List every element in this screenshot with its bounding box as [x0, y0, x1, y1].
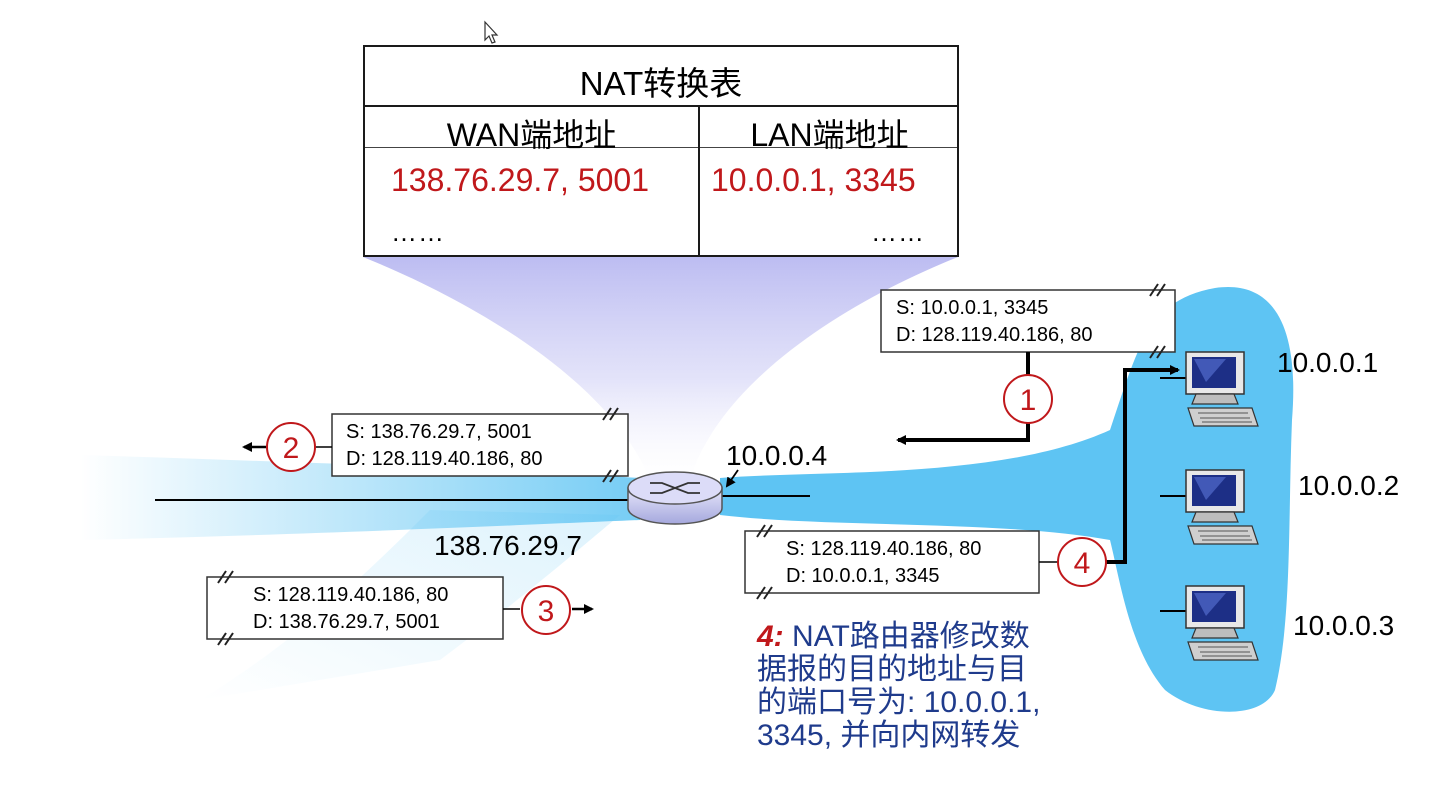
lan-area	[720, 287, 1294, 712]
router-lan-ip: 10.0.0.4	[726, 440, 828, 471]
cursor-icon	[484, 20, 499, 44]
packet-source: S: 128.119.40.186, 80	[253, 584, 449, 606]
table-cell-lan: 10.0.0.1, 3345	[711, 162, 916, 198]
packet-source: S: 10.0.0.1, 3345	[896, 297, 1049, 319]
step-3-marker: 3	[521, 585, 571, 635]
packet-source: S: 138.76.29.7, 5001	[346, 421, 532, 443]
packet-box-1	[880, 289, 1176, 353]
router-icon	[627, 471, 723, 525]
nat-table-title: NAT转换表	[579, 65, 743, 102]
desktop-computer-icon	[1185, 585, 1259, 661]
packet-box-3	[206, 576, 504, 640]
step-1-marker: 1	[1003, 374, 1053, 424]
packet-source: S: 128.119.40.186, 80	[786, 538, 982, 560]
step-2-marker: 2	[266, 422, 316, 472]
packet-destination: D: 10.0.0.1, 3345	[786, 565, 940, 587]
table-column-divider	[698, 105, 700, 255]
packet-3: S: 128.119.40.186, 80 D: 138.76.29.7, 50…	[253, 582, 448, 636]
table-cell-lan: ……	[871, 217, 925, 247]
col-header-wan: WAN端地址	[446, 117, 617, 153]
table-cell-wan: 138.76.29.7, 5001	[391, 162, 650, 198]
lan-ip-pointer	[725, 469, 739, 488]
host-ip-2: 10.0.0.2	[1298, 470, 1400, 501]
table-cell-wan: ……	[391, 217, 445, 247]
note-line-2: 据报的目的地址与目	[757, 653, 1027, 686]
packet-2: S: 138.76.29.7, 5001 D: 128.119.40.186, …	[346, 419, 542, 473]
step-4-explanation: 4: NAT路由器修改数 据报的目的地址与目 的端口号为: 10.0.0.1, …	[757, 620, 1097, 752]
packet-box-2	[331, 413, 629, 477]
packet-4: S: 128.119.40.186, 80 D: 10.0.0.1, 3345	[786, 536, 981, 590]
note-line-3: 的端口号为: 10.0.0.1,	[757, 686, 1041, 719]
table-divider	[365, 105, 957, 107]
packet-destination: D: 138.76.29.7, 5001	[253, 611, 440, 633]
break-marks	[217, 283, 1166, 646]
packet-destination: D: 128.119.40.186, 80	[896, 324, 1093, 346]
col-header-lan: LAN端地址	[750, 117, 909, 153]
packet-box-4	[744, 530, 1040, 594]
note-line-4: 3345, 并向内网转发	[757, 719, 1021, 752]
step-4-marker: 4	[1057, 537, 1107, 587]
desktop-computer-icon	[1185, 351, 1259, 427]
note-line-1: NAT路由器修改数	[783, 620, 1030, 653]
note-step-label: 4:	[757, 620, 784, 653]
nat-table: NAT转换表 WAN端地址 LAN端地址 138.76.29.7, 5001 1…	[363, 45, 959, 257]
packet-destination: D: 128.119.40.186, 80	[346, 448, 543, 470]
router-wan-ip: 138.76.29.7	[434, 530, 582, 561]
table-divider	[365, 147, 957, 148]
host-ip-3: 10.0.0.3	[1293, 610, 1395, 641]
host-ip-1: 10.0.0.1	[1277, 347, 1379, 378]
desktop-computer-icon	[1185, 469, 1259, 545]
nat-table-funnel	[363, 257, 958, 480]
step4-arrow	[1106, 365, 1180, 564]
packet-1: S: 10.0.0.1, 3345 D: 128.119.40.186, 80	[896, 295, 1092, 349]
